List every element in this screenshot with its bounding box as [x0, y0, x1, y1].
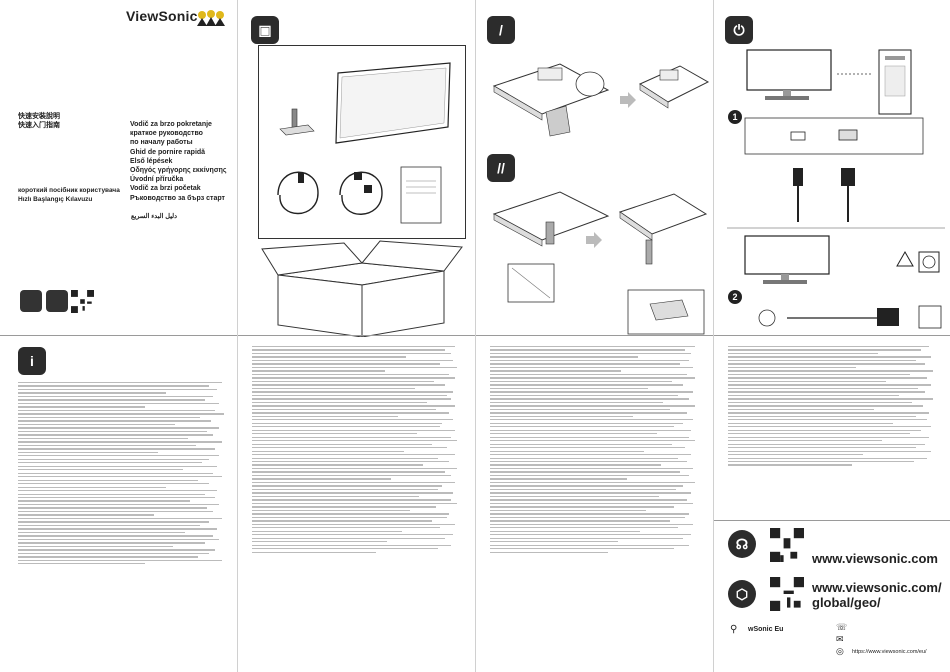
title-lang: Οδηγός γρήγορης εκκίνησης [130, 167, 227, 175]
package-contents-illustration [258, 45, 466, 337]
website-link[interactable]: www.viewsonic.com [812, 551, 938, 566]
language-titles: Vodič za brzo pokretanje краткое руковод… [130, 120, 227, 203]
manual-book-icon [20, 290, 42, 312]
fold-line [713, 0, 714, 672]
fold-line [475, 0, 476, 672]
title-zh-tw: 快速安裝說明 [18, 113, 60, 120]
fold-line [237, 0, 238, 672]
email-icon: ✉ [836, 634, 844, 644]
section-divider [238, 335, 475, 336]
social-handle: wSonic Eu [748, 626, 784, 633]
screwdriver-icon: // [487, 154, 515, 182]
package-icon: ▣ [251, 16, 279, 44]
phone-icon: ☏ [836, 622, 848, 632]
qr-code-geo [770, 577, 804, 611]
safety-text-column-2 [252, 346, 466, 666]
title-lang: Első lépések [130, 157, 173, 165]
brand-logo-text: ViewSonic [126, 8, 198, 24]
safety-text-column-4 [728, 346, 942, 516]
section-divider [714, 335, 950, 336]
headset-support-icon: ☊ [728, 530, 756, 558]
section-divider [714, 520, 950, 521]
title-lang: по началу работы [130, 139, 193, 147]
globe-icon: ◎ [836, 646, 844, 656]
stand-installation-illustration [492, 63, 710, 335]
title-lang: Hızlı Başlangıç Kılavuzu [18, 196, 93, 203]
footer-url-link[interactable]: https://www.viewsonic.com/eu/ [852, 649, 927, 655]
qr-code-support [770, 528, 804, 562]
location-pin-icon: ⚲ [730, 624, 738, 635]
screwdriver-icon: / [487, 16, 515, 44]
ukr-tr-titles: короткий посібник користувача Hızlı Başl… [18, 186, 120, 204]
info-icon: i [18, 347, 46, 375]
viewsonic-birds-logo [197, 10, 225, 26]
title-lang: Vodič za brzo pokretanje [130, 121, 212, 128]
chinese-titles: 快速安裝說明 快速入门指南 [18, 112, 60, 130]
step-number: 2 [728, 290, 742, 304]
title-lang: краткое руководство [130, 130, 203, 138]
safety-text-column-1 [18, 382, 230, 666]
geo-url-line: global/geo/ [812, 595, 881, 610]
geo-url-line: www.viewsonic.com/ [812, 580, 942, 595]
geo-box-icon: ⬡ [728, 580, 756, 608]
title-arabic: دليل البدء السريع [131, 213, 178, 220]
cloud-download-icon [46, 290, 68, 312]
title-lang: Ghid de pornire rapidă [130, 148, 206, 156]
qr-code-icon [71, 290, 94, 313]
title-lang: Ръководство за бърз старт [130, 194, 225, 202]
safety-text-column-3 [490, 346, 704, 666]
title-zh-cn: 快速入门指南 [18, 122, 60, 129]
title-lang: Vodič za brzi početak [130, 185, 201, 193]
title-lang: короткий посібник користувача [18, 187, 120, 194]
step-number: 1 [728, 110, 742, 124]
geo-website-link[interactable]: www.viewsonic.com/ global/geo/ [812, 580, 942, 610]
connection-illustration [727, 49, 945, 329]
section-divider [0, 335, 237, 336]
section-divider [476, 335, 713, 336]
title-lang: Úvodní příručka [130, 176, 184, 184]
power-plug-icon: ⏻ [725, 16, 753, 44]
